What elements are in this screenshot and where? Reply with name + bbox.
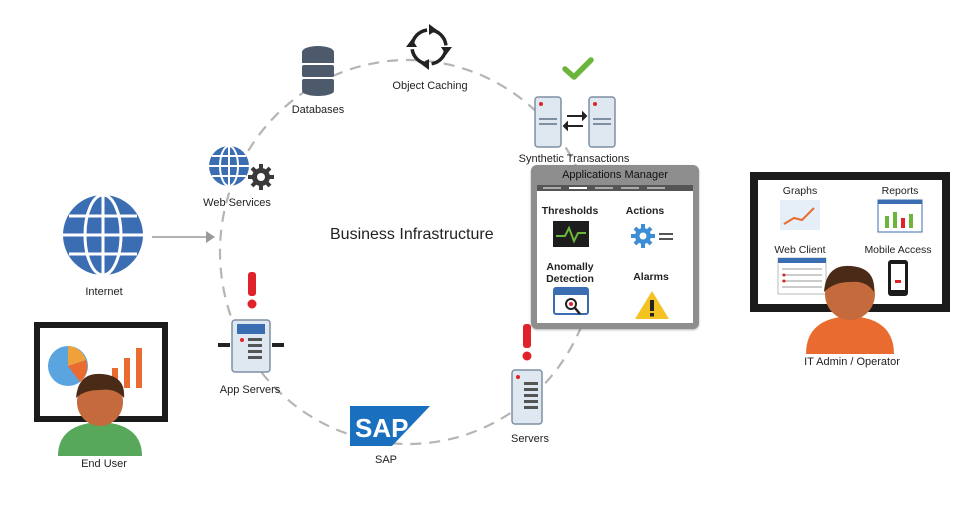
app-server-icon: [218, 318, 284, 379]
applications-manager-body: Thresholds Actions Anomally Detection: [537, 191, 693, 323]
internet-label: Internet: [85, 286, 123, 298]
sap-label: SAP: [374, 454, 398, 466]
server-tower-icon: [510, 368, 544, 431]
synthetic-transactions-label: Synthetic Transactions: [518, 153, 630, 165]
applications-manager-title: Applications Manager: [562, 169, 668, 181]
mobile-access-icon: [888, 260, 908, 296]
web-services-label: Web Services: [203, 197, 271, 209]
servers-label: Servers: [511, 433, 549, 445]
cycle-refresh-icon: [404, 22, 454, 77]
it-admin-monitor: Graphs Reports Web Client Mobile Access: [750, 172, 950, 359]
actions-gear-icon: [631, 224, 673, 248]
databases-label: Databases: [291, 104, 345, 116]
graphs-label: Graphs: [782, 185, 818, 197]
internet-arrow-icon: [152, 231, 215, 243]
object-caching-label: Object Caching: [392, 80, 468, 92]
anomaly-detection-label: Anomally Detection: [546, 261, 594, 285]
synthetic-transactions-servers-icon: [529, 94, 621, 155]
pie-chart-icon: [48, 346, 88, 386]
sap-logo: SAP: [350, 404, 432, 453]
web-client-label: Web Client: [774, 244, 826, 256]
reports-label: Reports: [881, 185, 919, 197]
alert-exclamation-icon: [244, 270, 260, 315]
anomaly-label-line1: Anomally: [546, 261, 594, 273]
anomaly-label-line2: Detection: [546, 273, 594, 285]
internet-globe-icon: [58, 190, 148, 285]
mobile-access-label: Mobile Access: [864, 244, 932, 256]
alarms-label: Alarms: [633, 271, 669, 283]
it-admin-label: IT Admin / Operator: [804, 356, 900, 368]
gear-icon: [248, 164, 274, 190]
anomaly-detection-icon: [553, 287, 589, 315]
operator-avatar: [806, 265, 894, 354]
web-client-thumbnail: [777, 257, 827, 295]
database-icon: [298, 45, 338, 102]
panel-tab-strip: [537, 185, 693, 191]
warning-triangle-icon: [635, 291, 669, 319]
graphs-thumbnail: [780, 200, 820, 230]
threshold-pulse-icon: [553, 221, 589, 247]
svg-text:SAP: SAP: [355, 413, 408, 443]
alert-exclamation-icon: [519, 322, 535, 367]
app-servers-label: App Servers: [219, 384, 281, 396]
reports-thumbnail: [877, 199, 923, 233]
end-user-label: End User: [81, 458, 127, 470]
checkmark-icon: [561, 56, 595, 87]
actions-label: Actions: [625, 205, 665, 217]
web-services-globe-icon: [205, 144, 277, 199]
applications-manager-panel: Applications Manager Thresholds Actions …: [531, 165, 699, 329]
center-title: Business Infrastructure: [330, 226, 494, 243]
end-user-monitor: [34, 322, 184, 461]
user-avatar: [58, 373, 142, 456]
thresholds-label: Thresholds: [541, 205, 599, 217]
